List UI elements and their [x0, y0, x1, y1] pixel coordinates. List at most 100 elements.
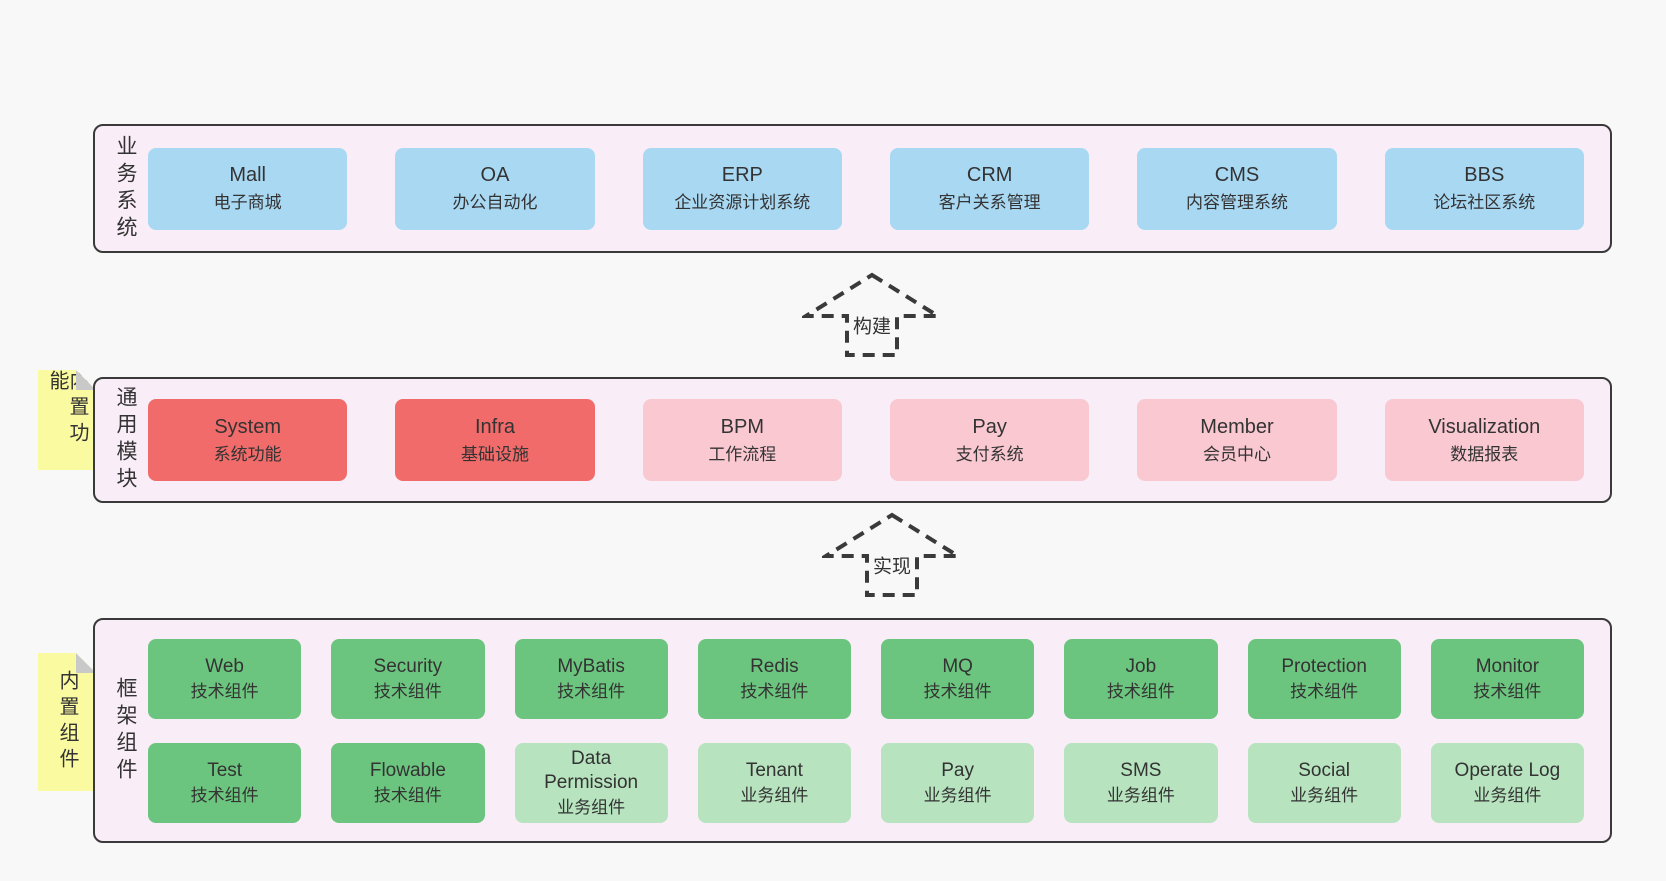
box-title: MyBatis	[557, 656, 625, 677]
box-title: Visualization	[1428, 415, 1541, 438]
box-subtitle: 业务组件	[1106, 785, 1175, 805]
box-title: Job	[1125, 656, 1157, 677]
box-test: Test 技术组件	[148, 742, 302, 823]
box-member: Member 会员中心	[1137, 399, 1337, 481]
panel-label-business: 业务系统	[114, 134, 137, 243]
box-title: MQ	[942, 656, 973, 677]
box-title: Pay	[941, 760, 974, 781]
box-subtitle: 论坛社区系统	[1433, 193, 1536, 213]
box-title: Flowable	[369, 760, 446, 781]
box-mall: Mall 电子商城	[148, 147, 348, 230]
box-security: Security 技术组件	[331, 638, 485, 719]
box-subtitle: 基础设施	[460, 444, 529, 464]
box-infra: Infra 基础设施	[395, 399, 595, 481]
box-sms: SMS 业务组件	[1064, 742, 1218, 823]
box-subtitle: 技术组件	[1290, 681, 1359, 701]
box-data-permission: Data Permission 业务组件	[514, 742, 668, 823]
panel-label-components: 框架组件	[114, 676, 137, 785]
box-subtitle: 支付系统	[955, 444, 1024, 464]
box-social: Social 业务组件	[1247, 742, 1401, 823]
box-subtitle: 技术组件	[923, 681, 992, 701]
box-crm: CRM 客户关系管理	[889, 147, 1090, 230]
box-visualization: Visualization 数据报表	[1384, 399, 1584, 481]
box-cms: CMS 内容管理系统	[1137, 147, 1337, 230]
box-subtitle: 技术组件	[190, 785, 259, 805]
box-redis: Redis 技术组件	[697, 638, 851, 719]
box-subtitle: 技术组件	[1106, 681, 1175, 701]
box-title: Infra	[474, 415, 515, 438]
common-modules-panel: 通用模块 System 系统功能 Infra 基础设施 BPM 工作流程 Pay…	[93, 377, 1612, 503]
box-title: Mall	[229, 164, 266, 187]
build-arrow: 构建	[802, 272, 942, 358]
box-subtitle: 会员中心	[1202, 444, 1271, 464]
box-bbs: BBS 论坛社区系统	[1384, 147, 1584, 230]
box-title: Test	[207, 760, 243, 781]
box-oa: OA 办公自动化	[395, 147, 595, 230]
modules-box-row: System 系统功能 Infra 基础设施 BPM 工作流程 Pay 支付系统…	[148, 399, 1584, 481]
box-web: Web 技术组件	[148, 638, 302, 719]
box-job: Job 技术组件	[1064, 638, 1218, 719]
box-title: Tenant	[745, 760, 803, 781]
box-title: ERP	[721, 164, 763, 187]
box-subtitle: 客户关系管理	[938, 193, 1041, 213]
box-subtitle: 数据报表	[1450, 444, 1519, 464]
box-title: CMS	[1214, 164, 1260, 187]
box-pay-component: Pay 业务组件	[881, 742, 1035, 823]
box-title: Operate Log	[1454, 760, 1561, 781]
box-subtitle: 业务组件	[557, 797, 626, 817]
box-title: SMS	[1120, 760, 1162, 781]
box-operate-log: Operate Log 业务组件	[1430, 742, 1584, 823]
box-title: Monitor	[1475, 656, 1540, 677]
box-subtitle: 工作流程	[708, 444, 777, 464]
dashed-up-arrow-icon	[822, 512, 962, 597]
dashed-up-arrow-icon	[802, 272, 942, 357]
box-subtitle: 业务组件	[740, 785, 809, 805]
framework-components-panel: 框架组件 Web 技术组件 Security 技术组件 MyBatis 技术组件…	[93, 618, 1612, 843]
box-title: Security	[373, 656, 443, 677]
box-monitor: Monitor 技术组件	[1430, 638, 1584, 719]
box-title: Web	[205, 656, 244, 677]
box-subtitle: 业务组件	[1290, 785, 1359, 805]
box-subtitle: 技术组件	[1473, 681, 1542, 701]
box-title: Member	[1200, 415, 1274, 438]
box-tenant: Tenant 业务组件	[697, 742, 851, 823]
box-bpm: BPM 工作流程	[642, 399, 842, 481]
arrow-label-implement: 实现	[868, 550, 916, 580]
sticky-note-builtin-components: 内置组件	[38, 653, 96, 791]
box-subtitle: 技术组件	[557, 681, 626, 701]
box-protection: Protection 技术组件	[1247, 638, 1401, 719]
box-title: BBS	[1464, 164, 1505, 187]
box-title: BPM	[720, 415, 764, 438]
sticky-label: 内置组件	[56, 670, 78, 774]
box-subtitle: 办公自动化	[452, 193, 538, 213]
business-box-row: Mall 电子商城 OA 办公自动化 ERP 企业资源计划系统 CRM 客户关系…	[148, 147, 1584, 230]
box-title: Redis	[750, 656, 799, 677]
box-mybatis: MyBatis 技术组件	[514, 638, 668, 719]
box-pay: Pay 支付系统	[889, 399, 1090, 481]
components-box-grid: Web 技术组件 Security 技术组件 MyBatis 技术组件 Redi…	[148, 638, 1584, 823]
arrow-label-build: 构建	[848, 310, 896, 340]
box-title: Pay	[972, 415, 1007, 438]
box-subtitle: 系统功能	[213, 444, 282, 464]
box-title: CRM	[966, 164, 1013, 187]
box-subtitle: 技术组件	[373, 785, 442, 805]
box-subtitle: 业务组件	[1473, 785, 1542, 805]
box-title: Social	[1298, 760, 1350, 781]
box-system: System 系统功能	[148, 399, 348, 481]
box-subtitle: 电子商城	[213, 193, 282, 213]
box-title: Data Permission	[544, 748, 639, 793]
box-title: Protection	[1281, 656, 1367, 677]
box-mq: MQ 技术组件	[881, 638, 1035, 719]
box-subtitle: 技术组件	[190, 681, 259, 701]
box-subtitle: 内容管理系统	[1185, 193, 1288, 213]
sticky-note-builtin-features: 内置功能	[38, 370, 96, 470]
box-subtitle: 企业资源计划系统	[674, 193, 811, 213]
box-flowable: Flowable 技术组件	[331, 742, 485, 823]
box-subtitle: 技术组件	[740, 681, 809, 701]
box-title: OA	[480, 164, 510, 187]
box-erp: ERP 企业资源计划系统	[642, 147, 842, 230]
box-title: System	[214, 415, 281, 438]
business-systems-panel: 业务系统 Mall 电子商城 OA 办公自动化 ERP 企业资源计划系统 CRM…	[93, 124, 1612, 253]
box-subtitle: 业务组件	[923, 785, 992, 805]
